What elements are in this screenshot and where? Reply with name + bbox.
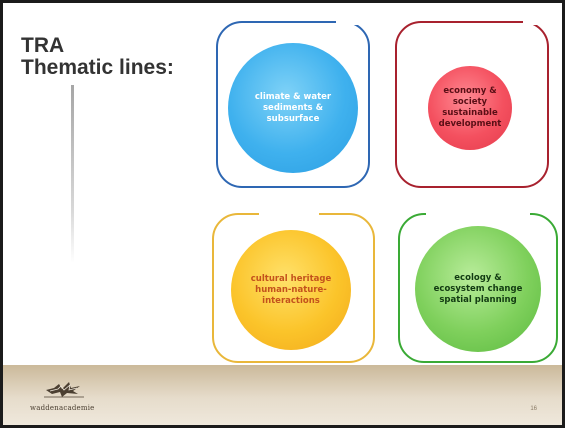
decorative-vertical-line <box>71 85 74 263</box>
frame-gap <box>336 20 358 25</box>
theme-label-line: sediments & <box>263 102 323 113</box>
theme-label-line: interactions <box>262 295 320 306</box>
title-line-2: Thematic lines: <box>21 56 174 79</box>
page-number: 16 <box>530 406 537 412</box>
slide: TRA Thematic lines: climate & water sedi… <box>3 3 562 425</box>
theme-circle-climate: climate & water sediments & subsurface <box>228 43 358 173</box>
waddenacademie-logo: waddenacademie <box>30 375 114 419</box>
theme-circle-ecology: ecology & ecosystem change spatial plann… <box>415 226 541 352</box>
wadden-bird-logo-icon <box>44 382 84 398</box>
slide-title: TRA Thematic lines: <box>21 35 174 79</box>
theme-label-line: economy & <box>443 86 497 96</box>
theme-label-line: development <box>438 119 502 129</box>
theme-label-line: ecosystem change <box>433 283 523 294</box>
theme-frame-heritage <box>212 212 375 363</box>
theme-label-line: ecology & <box>454 272 502 283</box>
theme-label-line: cultural heritage <box>250 273 332 284</box>
frame-gap <box>426 212 530 217</box>
slide-footer: waddenacademie 16 <box>3 365 562 425</box>
theme-label-line: society <box>452 97 488 107</box>
theme-label-line: climate & water <box>254 91 332 102</box>
theme-label-line: sustainable <box>442 108 498 118</box>
frame-gap <box>523 20 543 25</box>
theme-frame-ecology <box>398 212 558 363</box>
theme-frame-economy <box>395 20 549 188</box>
frame-gap <box>259 212 319 217</box>
theme-circle-economy: economy & society sustainable developmen… <box>428 66 512 150</box>
title-line-1: TRA <box>21 34 65 57</box>
theme-circle-heritage: cultural heritage human-nature- interact… <box>231 230 351 350</box>
theme-frame-climate <box>216 20 370 188</box>
logo-text: waddenacademie <box>30 404 95 412</box>
theme-label-line: spatial planning <box>439 294 517 305</box>
theme-label-line: subsurface <box>266 113 320 124</box>
theme-label-line: human-nature- <box>255 284 327 295</box>
